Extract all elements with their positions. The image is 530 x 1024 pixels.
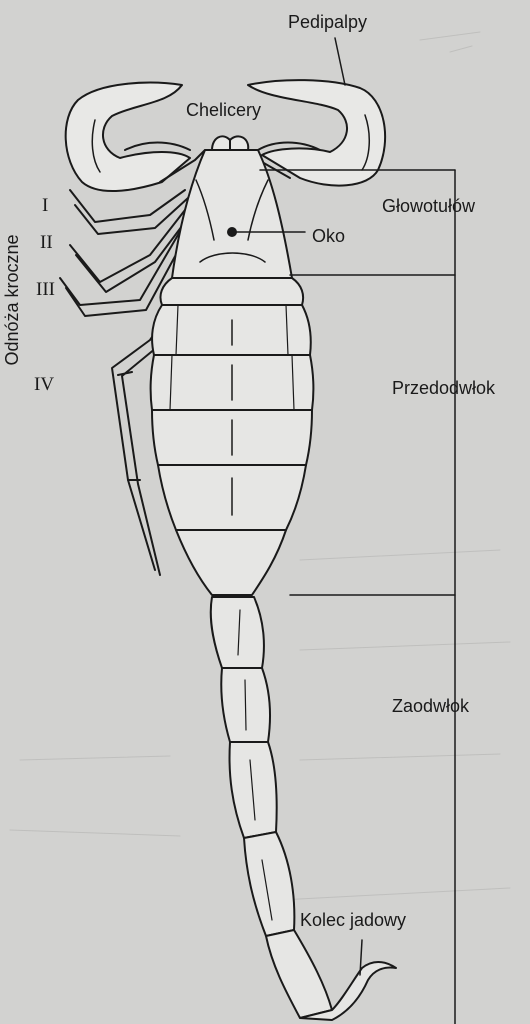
preabdomen-segments: [151, 278, 314, 595]
cephalothorax-label: Głowotułów: [382, 196, 475, 216]
leg-numeral-2: II: [40, 233, 53, 253]
leg-numeral-3: III: [36, 280, 55, 300]
pedipalps-label: Pedipalpy: [288, 12, 367, 32]
walking-legs-label: Odnóża kroczne: [2, 210, 22, 390]
chelicerae-label: Chelicery: [186, 100, 261, 120]
leg-numeral-1: I: [42, 196, 48, 216]
preabdomen-label: Przedodwłok: [392, 378, 495, 398]
stinger-label: Kolec jadowy: [300, 910, 406, 930]
tail-segments: [211, 597, 396, 1020]
eye-label: Oko: [312, 226, 345, 246]
postabdomen-label: Zaodwłok: [392, 696, 469, 716]
leg-numeral-4: IV: [34, 375, 54, 395]
pedipalp-left: [66, 83, 205, 191]
